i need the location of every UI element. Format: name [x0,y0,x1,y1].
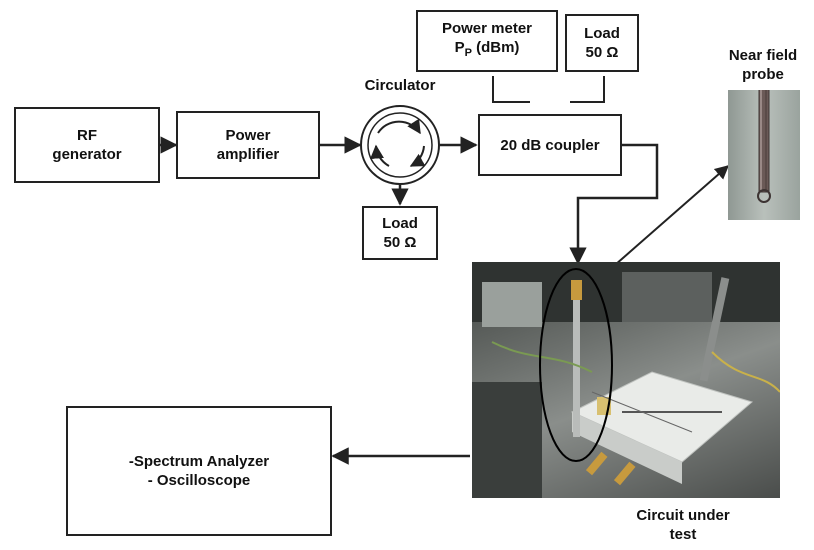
power-meter-symbol: P [455,39,465,56]
circuit-under-test-photo [472,262,780,498]
coupler-block: 20 dB coupler [478,114,622,176]
coupler-load-block: Load 50 Ω [565,14,639,72]
circuit-drawing [472,262,780,498]
cut-label: Circuit under test [618,506,748,544]
power-meter-line1: Power meter [442,19,532,38]
rf-generator-block: RF generator [14,107,160,183]
power-meter-subscript: P [465,47,472,59]
power-amplifier-line1: Power [225,126,270,145]
coupler-load-line2: 50 Ω [586,43,619,62]
arrow-to-probe [607,166,728,272]
power-amplifier-line2: amplifier [217,145,280,164]
coupler-meter-line [493,76,530,102]
circulator-label: Circulator [350,76,450,95]
probe-photo [728,90,800,220]
circulator-load-line1: Load [382,214,418,233]
cut-label-line1: Circuit under [618,506,748,525]
probe-label-line1: Near field [713,46,813,65]
coupler-load-line [570,76,604,102]
rf-generator-line1: RF [77,126,97,145]
power-amplifier-block: Power amplifier [176,111,320,179]
power-meter-block: Power meter PP (dBm) [416,10,558,72]
cut-label-line2: test [618,525,748,544]
power-meter-unit: (dBm) [472,39,520,56]
coupler-load-line1: Load [584,24,620,43]
probe-drawing [728,90,800,220]
analyzer-line2: - Oscilloscope [148,471,251,490]
circulator-load-block: Load 50 Ω [362,206,438,260]
rf-generator-line2: generator [52,145,121,164]
analyzer-line1: -Spectrum Analyzer [129,452,269,471]
probe-label: Near field probe [713,46,813,84]
probe-label-line2: probe [713,65,813,84]
analyzer-block: -Spectrum Analyzer - Oscilloscope [66,406,332,536]
power-meter-line2: PP (dBm) [455,38,520,63]
coupler-label: 20 dB coupler [500,136,599,155]
circulator-load-line2: 50 Ω [384,233,417,252]
circulator-inner-ring [368,113,432,177]
